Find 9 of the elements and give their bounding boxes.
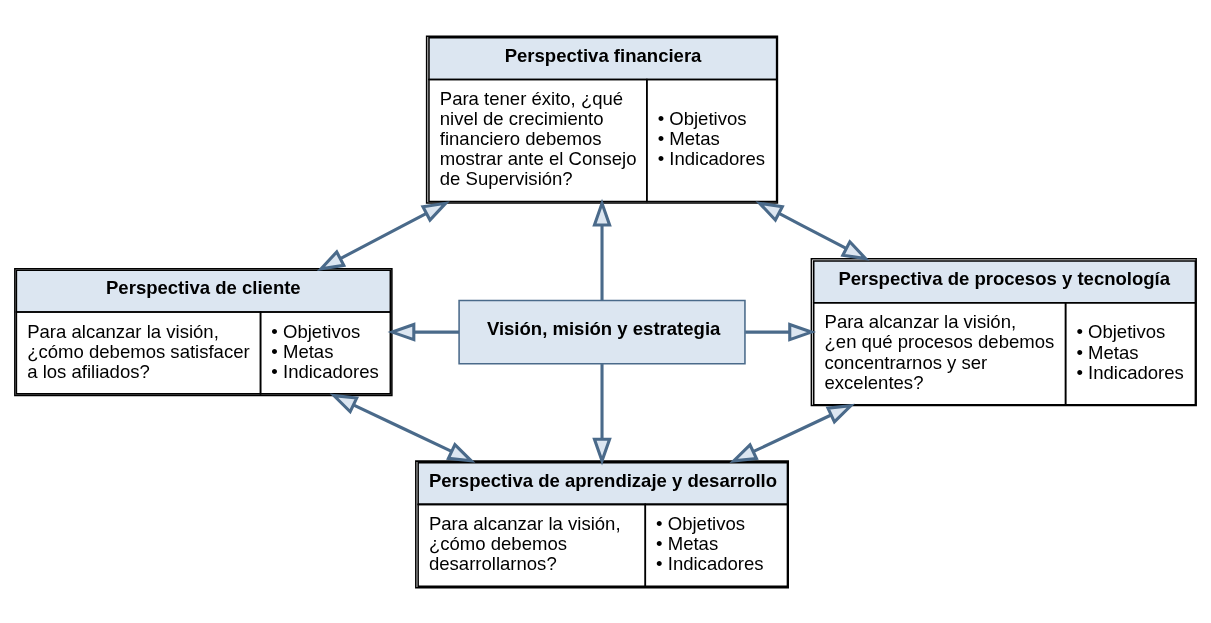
arrow: [755, 200, 870, 261]
node-box: Visión, misión y estrategia: [458, 299, 746, 365]
arrow: [316, 200, 450, 271]
arrow: [745, 321, 817, 342]
arrow: [729, 403, 855, 463]
arrow: [592, 198, 612, 300]
arrow: [592, 363, 612, 465]
arrow: [329, 393, 476, 463]
arrow: [387, 321, 459, 342]
